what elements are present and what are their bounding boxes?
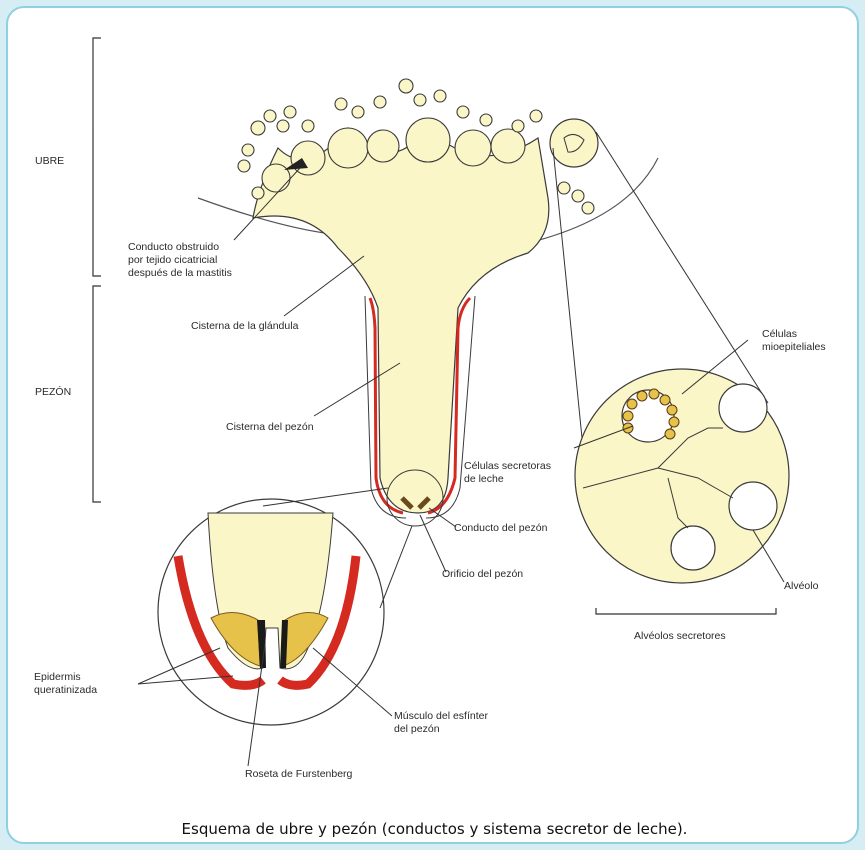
label-conducto-obstruido-3: después de la mastitis [128,267,232,279]
label-cisterna-glandula: Cisterna de la glándula [191,320,298,332]
label-conducto-obstruido-1: Conducto obstruido [128,241,219,253]
label-cisterna-pezon: Cisterna del pezón [226,421,314,433]
figure-caption: Esquema de ubre y pezón (conductos y sis… [8,820,859,838]
label-celulas-secretoras-2: de leche [464,473,504,485]
label-conducto-pezon: Conducto del pezón [454,522,547,534]
figure-frame: UBRE PEZÓN Conducto obstruido por tejido… [6,6,859,844]
label-orificio-pezon: Orificio del pezón [442,568,523,580]
label-musculo-1: Músculo del esfínter [394,710,488,722]
label-roseta: Roseta de Furstenberg [245,768,352,780]
pezon-bracket [93,286,101,502]
label-musculo-2: del pezón [394,723,440,735]
label-epidermis-2: queratinizada [34,684,97,696]
label-celulas-secretoras-1: Células secretoras [464,460,551,472]
label-celulas-mioepiteliales-2: mioepiteliales [762,341,826,353]
label-alveolos-secretores: Alvéolos secretores [634,630,726,642]
alveolos-bracket [596,608,776,614]
label-ubre: UBRE [35,155,64,167]
label-alveolo: Alvéolo [784,580,818,592]
label-celulas-mioepiteliales-1: Células [762,328,797,340]
ubre-bracket [93,38,101,276]
alveolus-zoom-source [550,119,598,167]
label-conducto-obstruido-2: por tejido cicatricial [128,254,217,266]
label-pezon: PEZÓN [35,386,71,398]
label-epidermis-1: Epidermis [34,671,81,683]
